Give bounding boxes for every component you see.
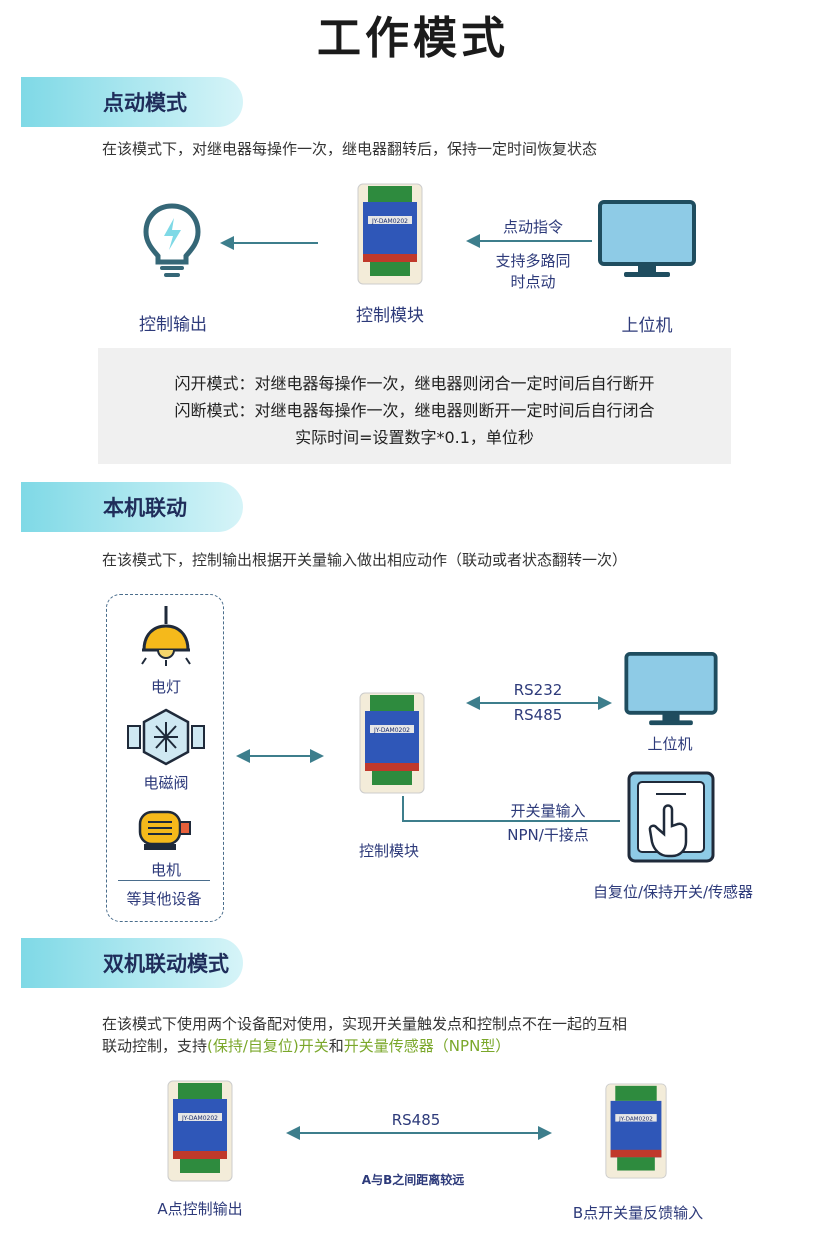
- device-label-others: 等其他设备: [126, 890, 202, 908]
- push-switch-icon: [627, 771, 715, 863]
- flash-close-note: 闪断模式：对继电器每操作一次，继电器则断开一定时间后自行闭合: [174, 401, 655, 420]
- highlight-switch: (保持/自复位)开关: [207, 1037, 329, 1055]
- module-model-text: JY-DAM0202: [181, 1115, 218, 1122]
- jog-command-label: 点动指令: [502, 218, 563, 236]
- arrow-head-icon: [310, 749, 324, 763]
- arrow-head-icon: [538, 1126, 552, 1140]
- connector-line: [402, 796, 404, 822]
- section-description-line2: 联动控制，支持(保持/自复位)开关和开关量传感器（NPN型）: [102, 1035, 510, 1056]
- host-computer-label: 上位机: [647, 735, 693, 753]
- arrow-line: [296, 1132, 542, 1134]
- page-title: 工作模式: [317, 13, 509, 64]
- control-module-image: JY-DAM0202: [357, 183, 423, 285]
- mode-notes-box: 闪开模式：对继电器每操作一次，继电器则闭合一定时间后自行断开 闪断模式：对继电器…: [98, 348, 731, 464]
- arrow-head-icon: [598, 696, 612, 710]
- control-module-label: 控制模块: [358, 842, 419, 860]
- section-description: 在该模式下，对继电器每操作一次，继电器翻转后，保持一定时间恢复状态: [102, 140, 598, 158]
- rs232-label: RS232: [513, 681, 563, 699]
- device-group: [106, 594, 224, 922]
- arrow-line: [402, 820, 620, 822]
- arrow-line: [244, 755, 314, 757]
- control-module-label: 控制模块: [356, 306, 424, 326]
- point-a-label: A点控制输出: [157, 1200, 243, 1218]
- switch-sensor-label: 自复位/保持开关/传感器: [592, 883, 754, 901]
- module-model-text: JY-DAM0202: [371, 218, 408, 225]
- motor-icon: [138, 810, 191, 850]
- time-note: 实际时间=设置数字*0.1，单位秒: [295, 428, 534, 447]
- switch-input-type: NPN/干接点: [507, 826, 589, 844]
- arrow-head-icon: [466, 696, 480, 710]
- monitor-icon: [624, 652, 718, 726]
- device-label-valve: 电磁阀: [143, 774, 189, 792]
- section-heading-label: 双机联动模式: [103, 952, 229, 976]
- arrow-head-icon: [466, 234, 480, 248]
- lightbulb-icon: [143, 203, 201, 277]
- lamp-icon: [141, 606, 191, 666]
- section-description: 在该模式下使用两个设备配对使用，实现开关量触发点和控制点不在一起的互相: [102, 1015, 628, 1033]
- section-heading-local-linkage: 本机联动: [21, 482, 243, 532]
- monitor-icon: [598, 200, 696, 277]
- arrow-line: [476, 702, 602, 704]
- point-b-label: B点开关量反馈输入: [572, 1204, 704, 1222]
- flash-open-note: 闪开模式：对继电器每操作一次，继电器则闭合一定时间后自行断开: [174, 374, 655, 393]
- module-model-text: JY-DAM0202: [618, 1117, 653, 1123]
- control-output-label: 控制输出: [139, 315, 207, 335]
- section-heading-jog: 点动模式: [21, 77, 243, 127]
- section-heading-label: 点动模式: [103, 91, 187, 115]
- device-label-lamp: 电灯: [150, 678, 181, 696]
- section-heading-label: 本机联动: [103, 496, 187, 520]
- switch-input-label: 开关量输入: [510, 802, 586, 820]
- section-heading-dual-linkage: 双机联动模式: [21, 938, 243, 988]
- control-module-image: JY-DAM0202: [359, 692, 425, 794]
- arrow-head-icon: [286, 1126, 300, 1140]
- module-model-text: JY-DAM0202: [373, 727, 410, 734]
- distance-note: A与B之间距离较远: [361, 1173, 465, 1187]
- arrow-line: [476, 240, 592, 242]
- arrow-head-icon: [236, 749, 250, 763]
- arrow-head-icon: [220, 236, 234, 250]
- control-module-a-image: JY-DAM0202: [167, 1080, 233, 1182]
- jog-command-note: 时点动: [510, 273, 556, 291]
- rs485-label: RS485: [391, 1111, 441, 1129]
- rs485-label: RS485: [513, 706, 563, 724]
- divider: [118, 880, 210, 881]
- host-computer-label: 上位机: [621, 316, 673, 336]
- description-text: 和: [328, 1037, 344, 1055]
- control-module-b-image: JY-DAM0202: [605, 1083, 667, 1179]
- solenoid-valve-icon: [127, 708, 205, 766]
- jog-command-note: 支持多路同: [495, 252, 571, 270]
- highlight-sensor: 开关量传感器（NPN型）: [343, 1037, 511, 1055]
- device-label-motor: 电机: [150, 861, 181, 879]
- section-description: 在该模式下，控制输出根据开关量输入做出相应动作（联动或者状态翻转一次）: [102, 551, 628, 569]
- description-text: 联动控制，支持: [102, 1037, 208, 1055]
- arrow-line: [228, 242, 318, 244]
